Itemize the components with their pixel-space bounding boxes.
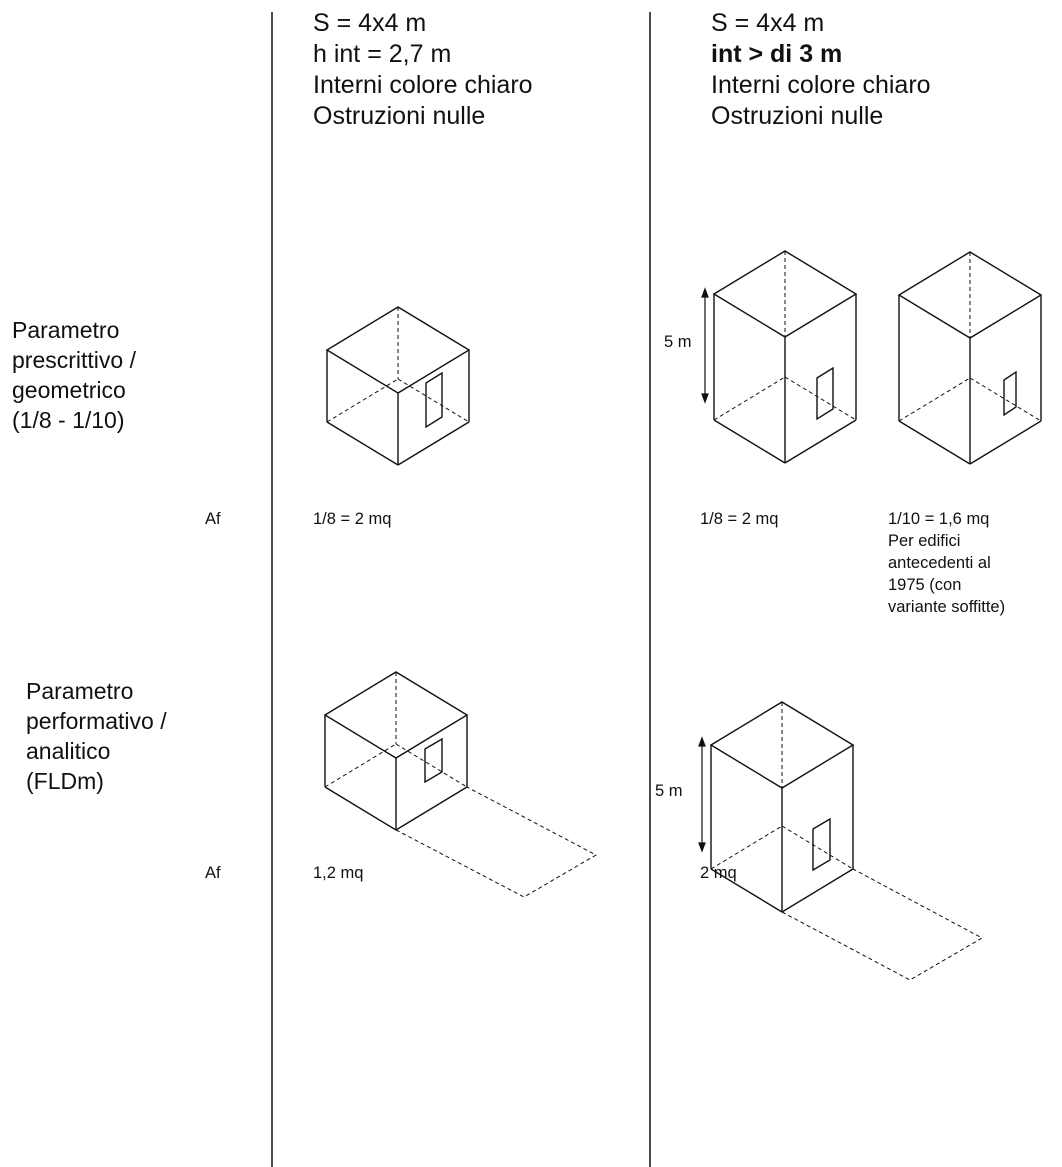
- header-right-area: S = 4x4 m: [711, 9, 825, 37]
- row1-mid-value: 1/8 = 2 mq: [700, 510, 779, 528]
- daylight-area-outline: [395, 786, 598, 898]
- dimension-label-row2: 5 m: [655, 782, 683, 800]
- row2-label-line1: Parametro: [26, 678, 134, 704]
- room-box-tall-prescriptive-1-10: [897, 251, 1043, 465]
- row1-label-line1: Parametro: [12, 317, 120, 343]
- row1-left-value: 1/8 = 2 mq: [313, 510, 392, 528]
- row1-label-line4: (1/8 - 1/10): [12, 407, 125, 433]
- row1-right-value-line2: Per edifici: [888, 532, 961, 550]
- row1-right-value-line1: 1/10 = 1,6 mq: [888, 510, 990, 528]
- daylight-area-outline: [781, 868, 984, 981]
- af-label-row2: Af: [205, 864, 221, 882]
- window-icon: [424, 737, 443, 784]
- height-dimension-arrow: [701, 287, 709, 404]
- row2-mid-value: 2 mq: [700, 864, 737, 882]
- row2-label-line2: performativo /: [26, 708, 167, 734]
- header-right-height: int > di 3 m: [711, 40, 843, 68]
- row2-label-line3: analitico: [26, 738, 111, 764]
- row1-right-value-line4: 1975 (con: [888, 576, 962, 594]
- room-box-low-performative: [323, 671, 598, 898]
- row2-left-value: 1,2 mq: [313, 864, 364, 882]
- window-icon: [1003, 370, 1017, 417]
- room-box-tall-prescriptive-1-8: [712, 250, 858, 464]
- height-dimension-arrow: [698, 736, 706, 853]
- window-icon: [425, 371, 443, 429]
- row2-label-line4: (FLDm): [26, 768, 104, 794]
- header-right-obstructions: Ostruzioni nulle: [711, 102, 884, 130]
- header-left-interiors: Interni colore chiaro: [313, 71, 533, 99]
- row1-right-value-line5: variante soffitte): [888, 598, 1006, 616]
- header-left-height: h int = 2,7 m: [313, 40, 452, 68]
- header-left-obstructions: Ostruzioni nulle: [313, 102, 486, 130]
- row1-right-value-line3: antecedenti al: [888, 554, 991, 572]
- row1-label-line3: geometrico: [12, 377, 126, 403]
- room-box-tall-performative: [709, 701, 984, 981]
- header-left-area: S = 4x4 m: [313, 9, 427, 37]
- header-right-interiors: Interni colore chiaro: [711, 71, 931, 99]
- af-label-row1: Af: [205, 510, 221, 528]
- window-icon: [816, 366, 834, 421]
- row1-label-line2: prescrittivo /: [12, 347, 136, 373]
- room-box-low-prescriptive: [325, 306, 471, 466]
- window-icon: [812, 817, 831, 872]
- dimension-label-row1: 5 m: [664, 333, 692, 351]
